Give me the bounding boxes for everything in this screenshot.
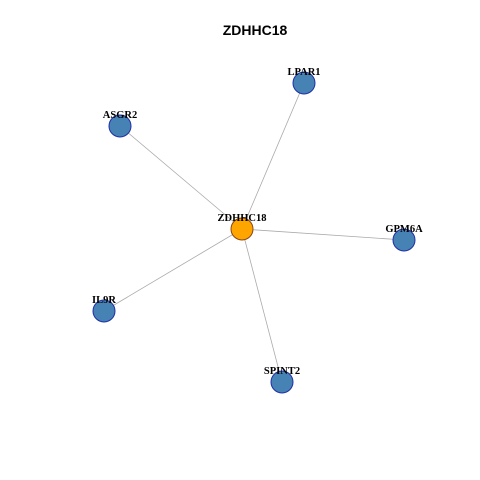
edge-zdhhc18-asgr2 [119,125,243,230]
node-lpar1 [292,71,316,95]
node-il9r [92,299,116,323]
nodes-layer [92,71,416,394]
node-label-lpar1: LPAR1 [287,67,320,78]
node-label-gpm6a: GPM6A [385,224,423,235]
edge-zdhhc18-gpm6a [241,228,405,241]
edge-zdhhc18-spint2 [241,228,283,383]
node-label-zdhhc18: ZDHHC18 [217,213,266,224]
node-gpm6a [392,228,416,252]
node-label-il9r: IL9R [92,295,116,306]
node-asgr2 [108,114,132,138]
graph-title: ZDHHC18 [223,22,288,38]
edge-zdhhc18-il9r [103,228,243,312]
node-label-asgr2: ASGR2 [103,110,137,121]
edges-layer [103,82,405,383]
node-zdhhc18 [230,217,254,241]
node-spint2 [270,370,294,394]
edge-zdhhc18-lpar1 [241,82,305,230]
node-label-spint2: SPINT2 [264,366,300,377]
